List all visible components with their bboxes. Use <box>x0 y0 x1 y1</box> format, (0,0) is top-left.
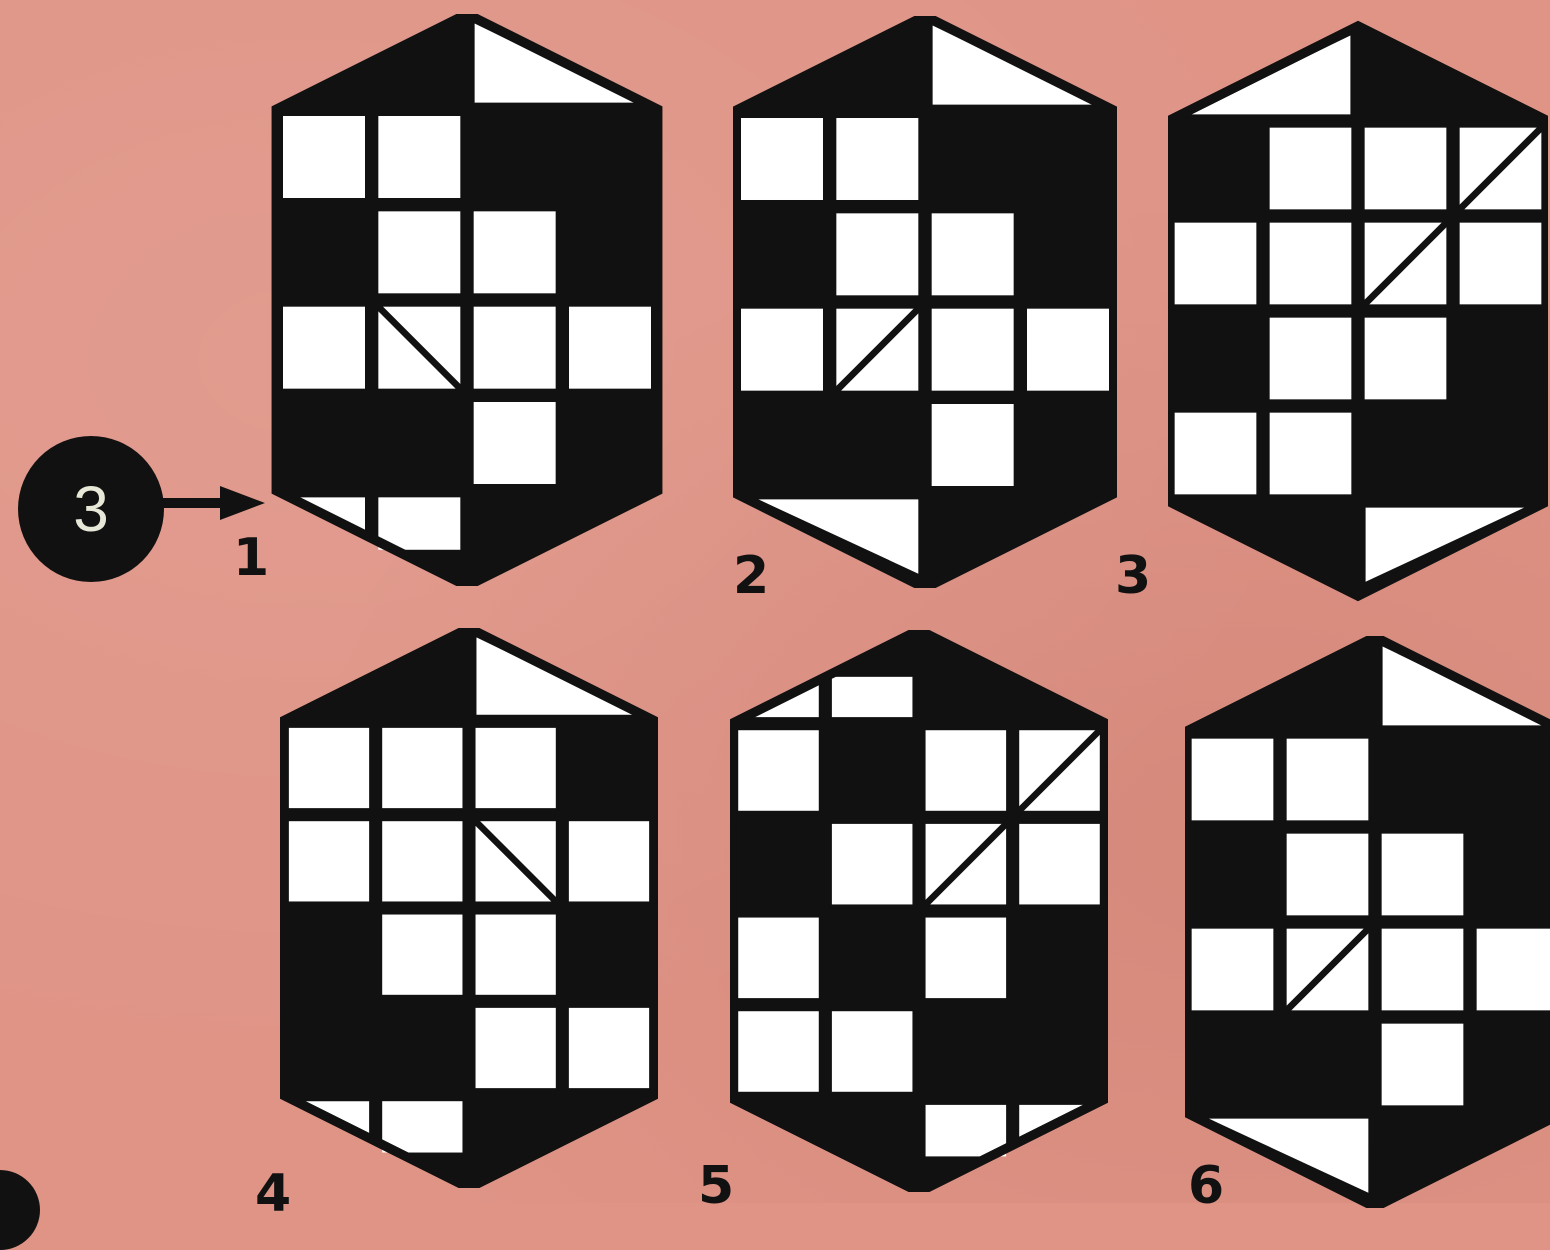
hexagon-option-4[interactable] <box>280 628 658 1188</box>
hexagon-option-2[interactable] <box>733 16 1117 588</box>
question-number-badge: 3 <box>18 436 164 582</box>
hexagon-option-3[interactable] <box>1168 18 1548 604</box>
next-question-badge <box>0 1170 40 1250</box>
hexagon-option-1[interactable] <box>270 14 664 586</box>
hexagon-option-5[interactable] <box>730 630 1108 1192</box>
option-label-5: 5 <box>698 1160 734 1212</box>
hexagon-option-6[interactable] <box>1185 636 1550 1208</box>
option-label-6: 6 <box>1188 1160 1224 1212</box>
puzzle-page: 3 1 <box>0 0 1550 1203</box>
arrow-right-icon <box>160 478 270 528</box>
option-label-2: 2 <box>733 550 769 602</box>
question-number: 3 <box>73 472 109 546</box>
option-label-1: 1 <box>233 532 269 584</box>
option-label-3: 3 <box>1115 550 1151 602</box>
option-label-4: 4 <box>255 1168 291 1220</box>
